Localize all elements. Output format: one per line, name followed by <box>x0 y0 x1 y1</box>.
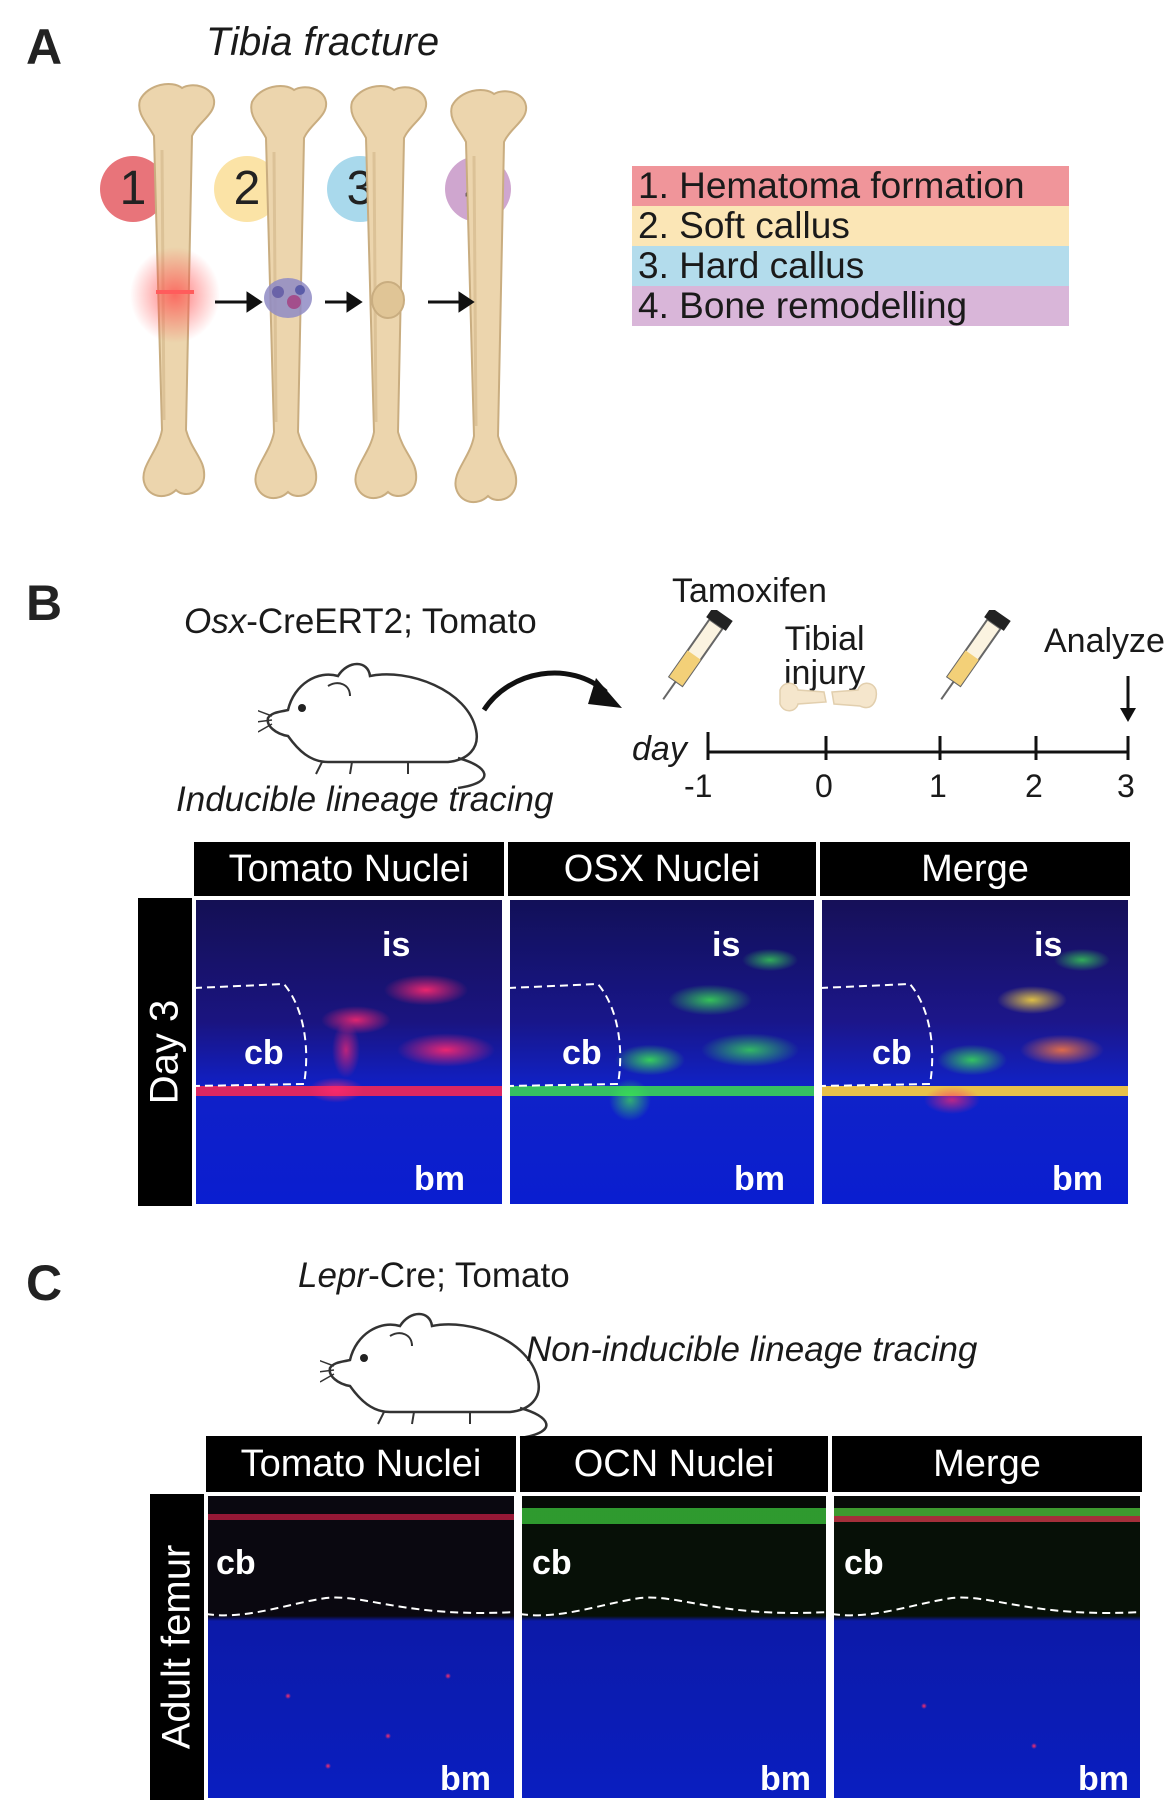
mouse-icon <box>320 1312 548 1440</box>
region-label-is: is <box>712 926 741 964</box>
panel-c-letter: C <box>26 1255 63 1311</box>
panel-a-title: Tibia fracture <box>206 20 440 64</box>
panel-c-genotype: Lepr-Cre; Tomato <box>298 1256 570 1295</box>
region-label-cb: cb <box>844 1544 884 1582</box>
region-label-bm: bm <box>734 1160 785 1198</box>
legend-item-hematoma: 1. Hematoma formation <box>632 166 1069 206</box>
soft-callus-icon <box>264 278 312 318</box>
micrograph-tomato-day3 <box>194 898 504 1206</box>
micrograph-ocn-femur <box>520 1494 828 1800</box>
syringe-icon <box>662 610 733 700</box>
region-label-cb: cb <box>244 1034 284 1072</box>
region-label-cb: cb <box>872 1034 912 1072</box>
region-label-cb: cb <box>562 1034 602 1072</box>
timeline-tick-label: -1 <box>684 768 713 804</box>
column-header-merge: Merge <box>820 842 1130 896</box>
column-header-tomato: Tomato Nuclei <box>206 1436 516 1492</box>
micrograph-merge-day3 <box>820 898 1130 1206</box>
panel-b-letter: B <box>26 575 63 631</box>
hematoma-glow <box>130 247 220 343</box>
region-label-cb: cb <box>532 1544 572 1582</box>
curved-arrow-icon <box>481 670 622 712</box>
region-label-bm: bm <box>760 1760 811 1798</box>
timeline-day-label: day <box>632 730 687 768</box>
column-header-osx: OSX Nuclei <box>508 842 816 896</box>
arrow-icon <box>215 291 475 313</box>
column-header-merge: Merge <box>832 1436 1142 1492</box>
micrograph-tomato-femur <box>206 1494 516 1800</box>
timeline-tick-label: 1 <box>929 768 947 804</box>
panel-b-tracing-label: Inducible lineage tracing <box>176 780 554 819</box>
cortical-boundary-lines <box>206 1596 1143 1617</box>
legend-item-hard-callus: 3. Hard callus <box>632 246 1069 286</box>
panel-b-genotype: Osx-CreERT2; Tomato <box>184 602 537 641</box>
column-header-tomato: Tomato Nuclei <box>194 842 504 896</box>
column-header-ocn: OCN Nuclei <box>520 1436 828 1492</box>
tamoxifen-label: Tamoxifen <box>672 572 827 610</box>
timeline-tick-label: 3 <box>1117 768 1135 804</box>
down-arrow-icon <box>1120 676 1136 722</box>
micrograph-merge-femur <box>832 1494 1142 1800</box>
region-label-bm: bm <box>440 1760 491 1798</box>
timeline-tick-label: 2 <box>1025 768 1043 804</box>
region-label-bm: bm <box>1078 1760 1129 1798</box>
panel-c-tracing-label: Non-inducible lineage tracing <box>526 1330 978 1369</box>
tibia-bones-illustration <box>130 82 528 504</box>
panel-a-letter: A <box>26 19 63 75</box>
row-label-day3: Day 3 <box>138 898 192 1206</box>
syringe-icon <box>940 610 1011 700</box>
region-label-is: is <box>1034 926 1063 964</box>
hard-callus-icon <box>371 281 405 319</box>
region-label-is: is <box>382 926 411 964</box>
legend-item-soft-callus: 2. Soft callus <box>632 206 1069 246</box>
region-label-bm: bm <box>1052 1160 1103 1198</box>
timeline-icons <box>662 610 1136 760</box>
region-label-cb: cb <box>216 1544 256 1582</box>
timeline-tick-label: 0 <box>815 768 833 804</box>
analyze-label: Analyze <box>1044 622 1165 660</box>
micrograph-osx-day3 <box>508 898 816 1206</box>
mouse-icon <box>258 662 486 790</box>
row-label-adult-femur: Adult femur <box>150 1494 204 1800</box>
region-label-bm: bm <box>414 1160 465 1198</box>
callus-boundary-lines <box>194 982 934 1087</box>
legend-item-remodelling: 4. Bone remodelling <box>632 286 1069 326</box>
broken-bone-icon <box>779 682 878 712</box>
